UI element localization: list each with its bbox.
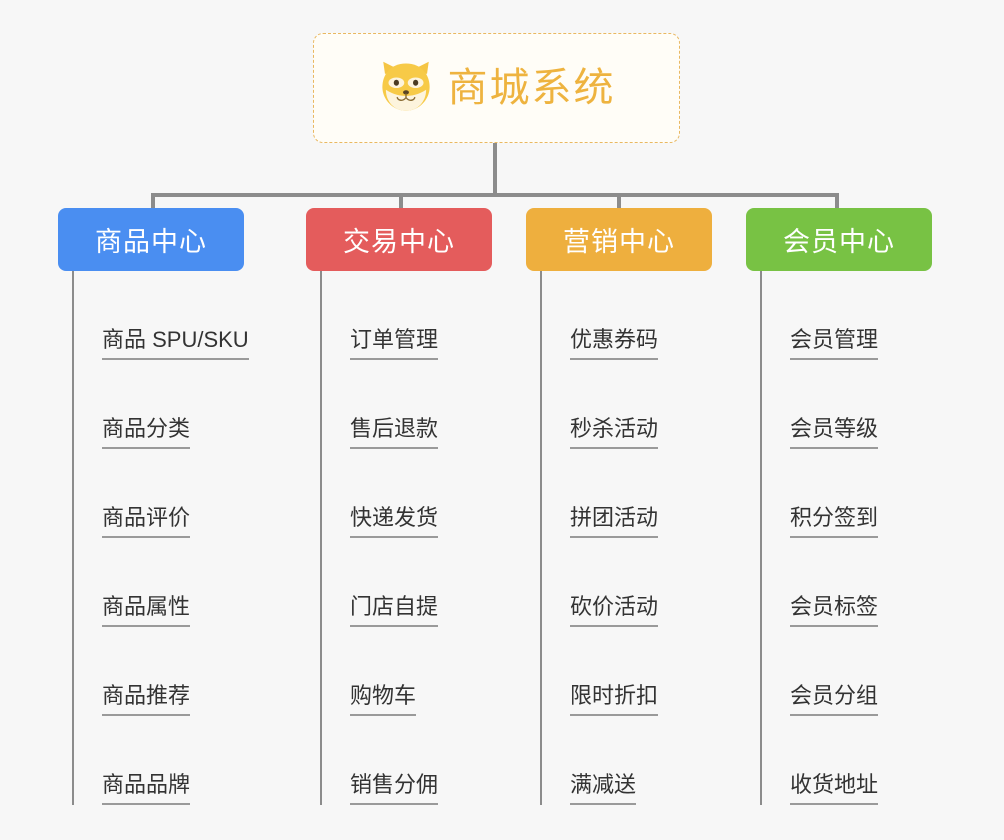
connector-spine <box>320 271 322 805</box>
leaf-item[interactable]: 商品属性 <box>72 538 292 627</box>
leaf-item-label: 会员分组 <box>790 683 879 716</box>
leaf-item[interactable]: 商品 SPU/SKU <box>72 271 292 360</box>
root-node-title: 商城系统 <box>447 66 616 110</box>
leaf-item-label: 订单管理 <box>350 327 439 360</box>
leaf-item[interactable]: 会员分组 <box>760 627 980 716</box>
leaf-item-label: 商品属性 <box>102 594 191 627</box>
leaf-item-label: 商品 SPU/SKU <box>102 327 249 360</box>
connector-drop-4 <box>835 193 839 210</box>
category-box-marketing-center[interactable]: 营销中心 <box>526 208 712 271</box>
leaf-item-label: 秒杀活动 <box>570 416 659 449</box>
leaf-item[interactable]: 会员标签 <box>760 538 980 627</box>
leaf-item-label: 商品品牌 <box>102 772 191 805</box>
connector-root-stem <box>493 143 497 197</box>
leaf-item[interactable]: 商品品牌 <box>72 716 292 805</box>
leaf-item-label: 会员标签 <box>790 594 879 627</box>
leaf-item[interactable]: 优惠券码 <box>540 271 760 360</box>
leaf-item-label: 销售分佣 <box>350 772 439 805</box>
leaf-item[interactable]: 限时折扣 <box>540 627 760 716</box>
connector-horizontal-bus <box>151 193 839 197</box>
leaf-item-label: 限时折扣 <box>570 683 659 716</box>
category-label: 营销中心 <box>563 227 675 257</box>
leaf-item-label: 优惠券码 <box>570 327 659 360</box>
leaf-item-label: 售后退款 <box>350 416 439 449</box>
category-box-product-center[interactable]: 商品中心 <box>58 208 244 271</box>
connector-spine <box>540 271 542 805</box>
leaf-item-label: 积分签到 <box>790 505 879 538</box>
leaf-column-marketing-center: 优惠券码 秒杀活动 拼团活动 砍价活动 限时折扣 满减送 <box>540 271 760 805</box>
leaf-item-label: 商品评价 <box>102 505 191 538</box>
leaf-item[interactable]: 门店自提 <box>320 538 540 627</box>
leaf-item-label: 会员管理 <box>790 327 879 360</box>
leaf-item[interactable]: 商品评价 <box>72 449 292 538</box>
leaf-item-label: 商品分类 <box>102 416 191 449</box>
leaf-item[interactable]: 售后退款 <box>320 360 540 449</box>
leaf-item-label: 购物车 <box>350 683 417 716</box>
leaf-item[interactable]: 满减送 <box>540 716 760 805</box>
category-label: 会员中心 <box>783 227 895 257</box>
leaf-item-label: 门店自提 <box>350 594 439 627</box>
leaf-item[interactable]: 商品推荐 <box>72 627 292 716</box>
leaf-item[interactable]: 订单管理 <box>320 271 540 360</box>
category-label: 交易中心 <box>343 227 455 257</box>
leaf-item[interactable]: 商品分类 <box>72 360 292 449</box>
leaf-item-label: 满减送 <box>570 772 637 805</box>
root-node-shop-system[interactable]: 商城系统 <box>313 33 680 143</box>
leaf-item-label: 砍价活动 <box>570 594 659 627</box>
leaf-item-label: 收货地址 <box>790 772 879 805</box>
connector-drop-2 <box>399 193 403 210</box>
connector-spine <box>72 271 74 805</box>
category-box-member-center[interactable]: 会员中心 <box>746 208 932 271</box>
leaf-column-product-center: 商品 SPU/SKU 商品分类 商品评价 商品属性 商品推荐 商品品牌 <box>72 271 292 805</box>
leaf-item[interactable]: 砍价活动 <box>540 538 760 627</box>
connector-drop-1 <box>151 193 155 210</box>
leaf-item-label: 商品推荐 <box>102 683 191 716</box>
leaf-item[interactable]: 会员等级 <box>760 360 980 449</box>
connector-spine <box>760 271 762 805</box>
connector-drop-3 <box>617 193 621 210</box>
leaf-column-trade-center: 订单管理 售后退款 快递发货 门店自提 购物车 销售分佣 <box>320 271 540 805</box>
shiba-dog-icon <box>378 60 434 116</box>
leaf-item[interactable]: 快递发货 <box>320 449 540 538</box>
leaf-item[interactable]: 秒杀活动 <box>540 360 760 449</box>
leaf-item[interactable]: 购物车 <box>320 627 540 716</box>
leaf-item-label: 拼团活动 <box>570 505 659 538</box>
category-label: 商品中心 <box>95 227 207 257</box>
leaf-column-member-center: 会员管理 会员等级 积分签到 会员标签 会员分组 收货地址 <box>760 271 980 805</box>
leaf-item-label: 快递发货 <box>350 505 439 538</box>
leaf-item[interactable]: 收货地址 <box>760 716 980 805</box>
leaf-item-label: 会员等级 <box>790 416 879 449</box>
leaf-item[interactable]: 拼团活动 <box>540 449 760 538</box>
leaf-item[interactable]: 销售分佣 <box>320 716 540 805</box>
category-box-trade-center[interactable]: 交易中心 <box>306 208 492 271</box>
leaf-item[interactable]: 会员管理 <box>760 271 980 360</box>
leaf-item[interactable]: 积分签到 <box>760 449 980 538</box>
